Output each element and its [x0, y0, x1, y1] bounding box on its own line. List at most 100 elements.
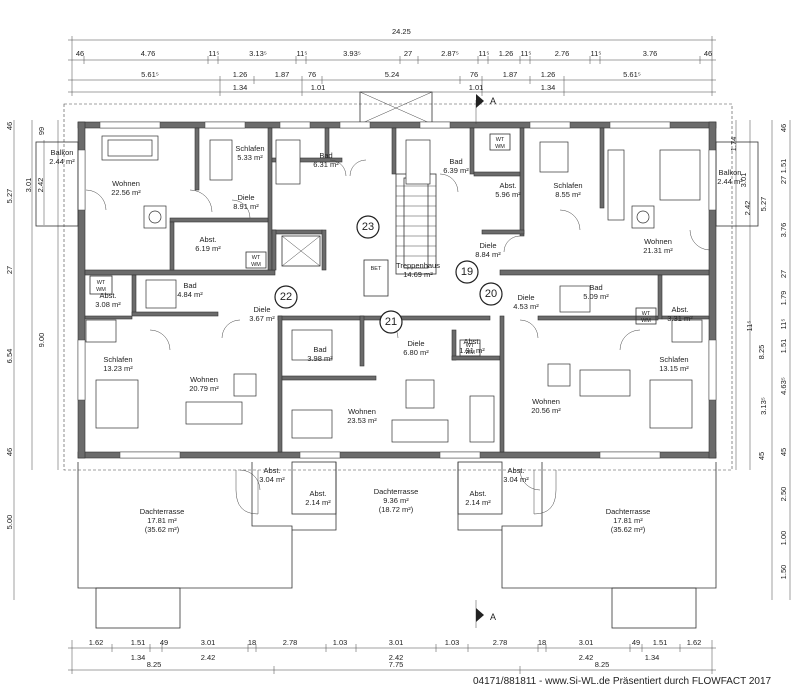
dimension-label: 1.51: [653, 638, 668, 647]
wm-label: WM: [495, 144, 505, 150]
room-name: Abst.: [463, 337, 480, 346]
overall-width-label: 24.25: [392, 27, 411, 36]
room-name: Treppenhaus: [396, 261, 440, 270]
apartment-number-19: 19: [455, 260, 479, 284]
dimension-label: 1.34: [131, 653, 146, 662]
section-marker-top: A: [490, 96, 496, 106]
room-name: Abst.: [199, 235, 216, 244]
wt-label: WT: [97, 280, 106, 286]
dimension-label: 8.25: [595, 660, 610, 669]
room-name: Abst.: [671, 305, 688, 314]
room-area: 3.98 m²: [307, 354, 333, 363]
dimension-label: 1.03: [333, 638, 348, 647]
room-area: 3.04 m²: [503, 475, 529, 484]
dimension-label: 1.50: [779, 565, 788, 580]
room-name: Balkon: [51, 148, 74, 157]
room-name: Diele: [517, 293, 534, 302]
room-name: Wohnen: [112, 179, 140, 188]
dimension-label: 3.93⁵: [343, 49, 361, 58]
dimension-label: 27: [5, 266, 14, 274]
apartment-number-22: 22: [274, 285, 298, 309]
room-abst-b1: Abst.3.04 m²: [259, 466, 285, 484]
dimension-label: 5.27: [5, 189, 14, 204]
room-name: Dachterrasse: [140, 507, 185, 516]
room-area: 8.91 m²: [233, 202, 259, 211]
dimension-label: 2.50: [779, 487, 788, 502]
dimension-label: 49: [632, 638, 640, 647]
windows: [77, 121, 717, 459]
room-abst-mr: Abst.3.31 m²: [667, 305, 693, 323]
room-name: Abst.: [499, 181, 516, 190]
apartment-number-21: 21: [379, 310, 403, 334]
dimension-label: 2.42: [389, 653, 404, 662]
room-area: 9.36 m²: [383, 496, 409, 505]
room-area: 2.14 m²: [465, 498, 491, 507]
dimension-label: 5.24: [385, 70, 400, 79]
room-area: 13.15 m²: [659, 364, 689, 373]
room-abst-mc: Abst.1.91 m²: [459, 337, 485, 355]
dimension-label: 1.26: [541, 70, 556, 79]
room-name: Bad: [183, 281, 196, 290]
room-area: 4.53 m²: [513, 302, 539, 311]
room-area: 3.04 m²: [259, 475, 285, 484]
terrace-zone: [77, 461, 717, 629]
room-name: Abst.: [309, 489, 326, 498]
dimension-label: 5.61⁵: [141, 70, 159, 79]
right-outer-labels: 461.51273.76271.7911⁵1.514.63⁵452.501.00…: [779, 124, 788, 579]
dimension-label: 9.00: [37, 333, 46, 348]
dimension-label: 2.78: [283, 638, 298, 647]
dimension-label: 11⁵: [521, 49, 532, 58]
room-name: Bad: [449, 157, 462, 166]
room-name: Schlafen: [659, 355, 688, 364]
exterior-walls: [77, 121, 717, 459]
wm-label: WM: [641, 318, 651, 324]
svg-text:23: 23: [362, 221, 374, 233]
section-marker-bottom: A: [490, 612, 496, 622]
dimension-label: 18: [538, 638, 546, 647]
room-abst-ml: Abst.3.08 m²: [95, 291, 121, 309]
dimension-label: 5.00: [5, 515, 14, 530]
dimension-label: 76: [470, 70, 478, 79]
wm-label: WM: [96, 287, 106, 293]
dimension-label: 3.01: [201, 638, 216, 647]
dimension-label: 46: [704, 49, 712, 58]
dimension-label: 11⁵: [779, 319, 788, 330]
dimension-label: 46: [76, 49, 84, 58]
dimension-label: 5.61⁵: [623, 70, 641, 79]
dimension-label: 1.74: [729, 137, 738, 152]
room-name: Balkon: [719, 168, 742, 177]
room-area: 6.19 m²: [195, 244, 221, 253]
dimension-label: 3.76: [643, 49, 658, 58]
room-name: Bad: [589, 283, 602, 292]
room-name: Abst.: [507, 466, 524, 475]
room-area: 14.69 m²: [403, 270, 433, 279]
dimension-label: 1.34: [645, 653, 660, 662]
dimension-label: 76: [308, 70, 316, 79]
dimension-label: 1.34: [233, 83, 248, 92]
dimension-label: 1.34: [541, 83, 556, 92]
dimension-label: 2.42: [36, 178, 45, 193]
dimension-label: 1.26: [499, 49, 514, 58]
dimension-label: 3.13⁵: [249, 49, 267, 58]
svg-text:19: 19: [461, 266, 473, 278]
dimension-label: 3.01: [389, 638, 404, 647]
dimension-label: 99: [37, 127, 46, 135]
dimension-label: 7.75: [389, 660, 404, 669]
dimension-label: 11⁵: [745, 321, 754, 332]
